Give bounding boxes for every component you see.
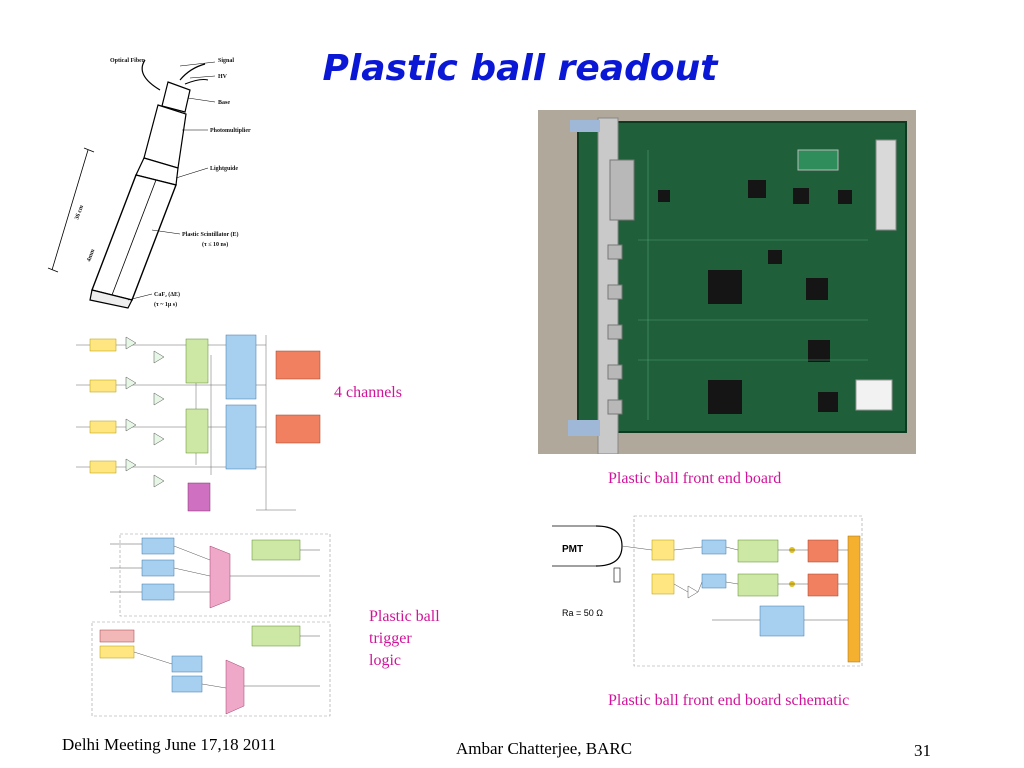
slide-title: Plastic ball readout <box>322 48 718 89</box>
pmt-label: PMT <box>562 544 583 555</box>
trigger-logic-diagram <box>80 530 342 720</box>
label-caf2: CaF₂ (ΔE) <box>154 291 180 298</box>
label-optical-fiber: Optical Fiber <box>110 58 145 64</box>
label-signal: Signal <box>218 58 234 64</box>
front-end-board-photo <box>538 110 916 454</box>
caption-trigger-logic: Plastic ball trigger logic <box>369 606 440 672</box>
caption-trigger-logic-line2: trigger <box>369 630 412 647</box>
label-photomultiplier: Photomultiplier <box>210 128 251 134</box>
label-caf2-tau: (τ ~ 1μ s) <box>154 301 177 308</box>
caption-schematic: Plastic ball front end board schematic <box>608 692 850 709</box>
label-length-4mm: 4mm <box>86 248 96 262</box>
label-lightguide: Lightguide <box>210 166 238 172</box>
ra-label: Ra = 50 Ω <box>562 608 603 618</box>
front-end-schematic: PMT Ra = 50 Ω <box>552 510 870 680</box>
footer-center: Ambar Chatterjee, BARC <box>456 739 633 758</box>
four-channel-block-diagram <box>66 325 326 517</box>
caption-trigger-logic-line3: logic <box>369 652 401 669</box>
label-base: Base <box>218 100 230 106</box>
label-plastic-scintillator: Plastic Scintillator (E) <box>182 231 239 238</box>
slide-number: 31 <box>914 741 931 760</box>
footer-left: Delhi Meeting June 17,18 2011 <box>62 735 277 754</box>
label-length-36cm: 36 cm <box>74 204 85 220</box>
label-hv: HV <box>218 74 228 80</box>
label-scintillator-tau: (τ ≤ 10 ns) <box>202 241 228 248</box>
caption-channels: 4 channels <box>334 384 402 401</box>
caption-front-end-board: Plastic ball front end board <box>608 470 782 487</box>
detector-drawing: Optical Fiber Signal HV Base Photomultip… <box>47 58 251 309</box>
caption-trigger-logic-line1: Plastic ball <box>369 608 440 625</box>
